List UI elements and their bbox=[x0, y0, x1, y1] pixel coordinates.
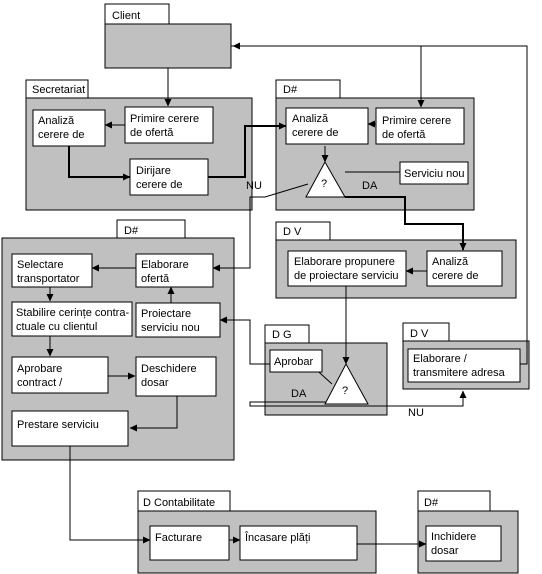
package-client-label: Client bbox=[112, 10, 140, 22]
activity-facturare: Facturare bbox=[149, 525, 230, 561]
activity-primire-dir-line1: Primire cerere bbox=[382, 115, 451, 127]
activity-analiza-dv-line1: Analiză bbox=[432, 256, 469, 268]
decision-top-label: ? bbox=[321, 178, 327, 190]
activity-inchidere-line1: Inchidere bbox=[431, 531, 476, 543]
activity-proiectare-serviciu-nou: Proiectare serviciu nou bbox=[135, 302, 221, 338]
activity-serviciu-nou: Serviciu nou bbox=[399, 161, 469, 185]
activity-inchidere-dosar: Inchidere dosar bbox=[425, 525, 502, 562]
activity-primire-secretariat-line1: Primire cerere bbox=[130, 113, 199, 125]
activity-selectare-transportator: Selectare transportator bbox=[11, 253, 93, 288]
activity-elaborare-oferta-line2: ofertă bbox=[141, 273, 170, 285]
guard-nu-top: NU bbox=[246, 180, 262, 192]
activity-elaborare-propunere: Elaborare propunere de proiectare servic… bbox=[287, 250, 407, 287]
activity-elaborare-propunere-line1: Elaborare propunere bbox=[294, 256, 395, 268]
package-client: Client bbox=[104, 3, 232, 69]
activity-selectare-line1: Selectare bbox=[17, 259, 63, 271]
package-dv-mid-label: D V bbox=[283, 226, 302, 238]
activity-aprobare-contract-line1: Aprobare bbox=[17, 363, 62, 375]
activity-analiza-dir-line2: cerere de bbox=[292, 127, 338, 139]
activity-analiza-cerere-dir: Analiză cerere de bbox=[285, 107, 369, 145]
activity-proiectare-line2: serviciu nou bbox=[141, 322, 200, 334]
activity-elaborare-oferta-line1: Elaborare bbox=[141, 259, 189, 271]
activity-stabilire-line1: Stabilire cerințe contra- bbox=[16, 307, 129, 319]
guard-nu-dg: NU bbox=[408, 407, 424, 419]
package-dir-top-label: D# bbox=[283, 84, 298, 96]
activity-stabilire-cerinte: Stabilire cerințe contra- ctuale cu clie… bbox=[11, 301, 133, 337]
activity-analiza-dv-line2: cerere de bbox=[432, 270, 478, 282]
activity-elaborare-propunere-line2: de proiectare serviciu bbox=[294, 270, 399, 282]
package-dir-top: D# bbox=[275, 79, 475, 211]
activity-prestare-label: Prestare serviciu bbox=[17, 419, 99, 431]
activity-aprobar-label: Aprobar bbox=[274, 356, 313, 368]
activity-dirijare-cerere: Dirijare cerere de bbox=[129, 158, 209, 196]
package-contabilitate-label: D Contabilitate bbox=[143, 497, 215, 509]
activity-elaborare-transmitere-line1: Elaborare / bbox=[413, 353, 468, 365]
activity-facturare-label: Facturare bbox=[155, 532, 202, 544]
activity-primire-cerere-secretariat: Primire cerere de ofertă bbox=[124, 106, 214, 144]
package-dir-left-label: D# bbox=[124, 225, 139, 237]
activity-primire-secretariat-line2: de ofertă bbox=[130, 127, 174, 139]
activity-deschidere-line1: Deschidere bbox=[141, 363, 197, 375]
activity-elaborare-transmitere-line2: transmitere adresa bbox=[413, 367, 506, 379]
decision-dg-label: ? bbox=[342, 385, 348, 397]
guard-da-top: DA bbox=[362, 180, 378, 192]
activity-analiza-secretariat-line1: Analiză bbox=[38, 115, 75, 127]
activity-stabilire-line2: ctuale cu clientul bbox=[16, 321, 97, 333]
activity-aprobare-contract: Aprobare contract / bbox=[11, 356, 109, 394]
activity-primire-cerere-dir: Primire cerere de ofertă bbox=[375, 107, 465, 145]
activity-selectare-line2: transportator bbox=[17, 273, 80, 285]
activity-analiza-cerere-secretariat: Analiză cerere de bbox=[32, 109, 106, 147]
activity-primire-dir-line2: de ofertă bbox=[382, 129, 426, 141]
activity-incasare-plati: Încasare plăți bbox=[239, 525, 358, 561]
activity-analiza-cerere-dv: Analiză cerere de bbox=[426, 250, 503, 287]
package-dir-close-label: D# bbox=[424, 497, 439, 509]
activity-analiza-dir-line1: Analiză bbox=[292, 113, 329, 125]
activity-analiza-secretariat-line2: cerere de bbox=[38, 129, 84, 141]
activity-incasare-label: Încasare plăți bbox=[244, 531, 310, 544]
activity-dirijare-line2: cerere de bbox=[136, 179, 182, 191]
package-dg-label: D G bbox=[272, 329, 292, 341]
activity-aprobare-contract-line2: contract / bbox=[17, 377, 63, 389]
activity-elaborare-transmitere: Elaborare / transmitere adresa bbox=[407, 348, 521, 383]
guard-da-dg: DA bbox=[291, 388, 307, 400]
connectors bbox=[46, 42, 528, 548]
package-dv-right-label: D V bbox=[410, 328, 429, 340]
decision-dg: ? bbox=[324, 362, 369, 405]
activity-inchidere-line2: dosar bbox=[431, 545, 459, 557]
activity-deschidere-dosar: Deschidere dosar bbox=[135, 356, 217, 397]
activity-proiectare-line1: Proiectare bbox=[141, 308, 191, 320]
activity-prestare-serviciu: Prestare serviciu bbox=[11, 410, 129, 447]
activity-aprobar: Aprobar bbox=[269, 349, 323, 373]
activity-elaborare-oferta: Elaborare ofertă bbox=[135, 253, 214, 288]
activity-dirijare-line1: Dirijare bbox=[136, 165, 171, 177]
package-secretariat-label: Secretariat bbox=[32, 84, 85, 96]
decision-top: ? bbox=[305, 160, 346, 198]
activity-deschidere-line2: dosar bbox=[141, 377, 169, 389]
activity-serviciu-nou-label: Serviciu nou bbox=[404, 168, 465, 180]
